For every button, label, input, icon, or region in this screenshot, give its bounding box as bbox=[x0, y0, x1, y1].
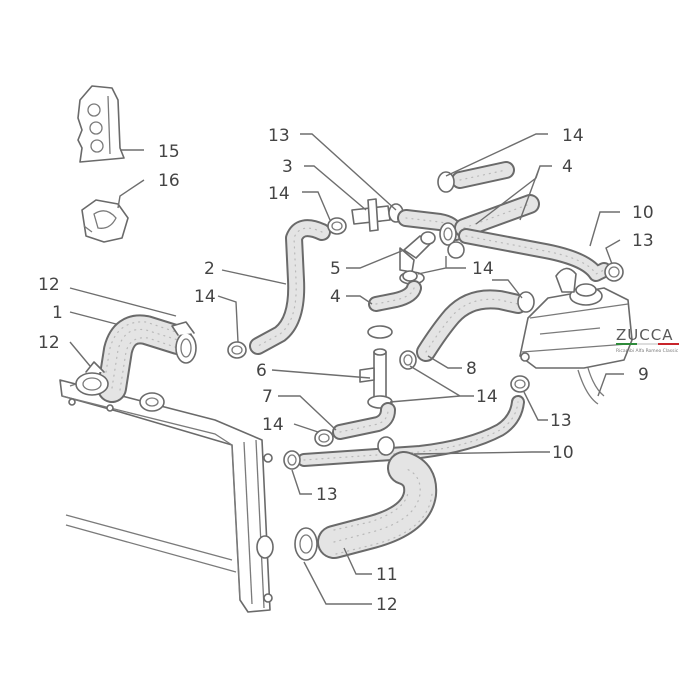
callout-13-lower-right: 13 bbox=[550, 411, 572, 431]
callout-9: 9 bbox=[638, 365, 649, 385]
callout-11: 11 bbox=[376, 565, 398, 585]
callout-4-middle: 4 bbox=[330, 287, 341, 307]
clamp-14-top-left bbox=[327, 217, 347, 235]
callout-12-top: 12 bbox=[38, 275, 60, 295]
bracket-part-15 bbox=[77, 85, 125, 163]
callout-12-middle: 12 bbox=[38, 333, 60, 353]
callout-14-upper-left: 14 bbox=[268, 184, 290, 204]
clamp-14-hose2 bbox=[227, 341, 247, 359]
clamp-13-right bbox=[604, 262, 624, 282]
callout-16: 16 bbox=[158, 171, 180, 191]
callout-5: 5 bbox=[330, 259, 341, 279]
clamp-12-lower bbox=[75, 361, 109, 396]
clamp-12-upper bbox=[171, 321, 197, 364]
callout-15: 15 bbox=[158, 142, 180, 162]
callout-1: 1 bbox=[52, 303, 63, 323]
callout-4-top: 4 bbox=[562, 157, 573, 177]
hose-part-10-upper bbox=[458, 228, 612, 282]
hose-part-7 bbox=[332, 402, 396, 440]
clamp-13-lower-right bbox=[510, 375, 530, 393]
hose-part-4-upper bbox=[397, 194, 540, 241]
hose-part-11 bbox=[317, 451, 438, 559]
callout-3: 3 bbox=[282, 157, 293, 177]
clamp-14-lower bbox=[377, 436, 395, 456]
callout-7: 7 bbox=[262, 387, 273, 407]
callout-2: 2 bbox=[204, 259, 215, 279]
tee-part-6 bbox=[359, 348, 393, 409]
callout-10-top: 10 bbox=[632, 203, 654, 223]
callout-13-top: 13 bbox=[268, 126, 290, 146]
radiator-outlet-neck bbox=[256, 535, 274, 559]
hose-part-10-lower bbox=[297, 395, 525, 467]
watermark-tagline: Ricambi Alfa Romeo Classic bbox=[616, 348, 679, 354]
clamp-13-top bbox=[439, 222, 457, 246]
hose-part-2 bbox=[249, 219, 331, 355]
callout-14-lower-left: 14 bbox=[262, 415, 284, 435]
radiator bbox=[59, 375, 274, 613]
callout-13-right: 13 bbox=[632, 231, 654, 251]
callout-13-bottom: 13 bbox=[316, 485, 338, 505]
hose-part-14-top bbox=[437, 161, 515, 193]
callout-8: 8 bbox=[466, 359, 477, 379]
watermark-brand: ZUCCA bbox=[616, 326, 673, 344]
hose-part-1 bbox=[97, 314, 193, 403]
hose-part-4-middle bbox=[367, 280, 422, 339]
callout-14-lower: 14 bbox=[476, 387, 498, 407]
fitting-part-3 bbox=[351, 198, 404, 232]
clamp-14-middle bbox=[402, 270, 418, 282]
leader-lines bbox=[69, 133, 624, 605]
callout-14-left: 14 bbox=[194, 287, 216, 307]
hose-part-8 bbox=[416, 289, 528, 362]
expansion-tank bbox=[519, 267, 633, 369]
clamp-13-lower-left bbox=[283, 450, 301, 470]
clamp-14-upper-right bbox=[447, 241, 465, 259]
callout-14-center: 14 bbox=[472, 259, 494, 279]
clamp-14-hose8-left bbox=[399, 350, 417, 370]
clip-part-16 bbox=[81, 199, 129, 243]
callout-14-top-right: 14 bbox=[562, 126, 584, 146]
hose-part-9 bbox=[577, 367, 605, 405]
radiator-inlet-neck bbox=[139, 392, 165, 412]
callout-12-bottom: 12 bbox=[376, 595, 398, 615]
clamp-12-bottom bbox=[294, 527, 318, 561]
callout-10-bottom: 10 bbox=[552, 443, 574, 463]
brand-watermark: ZUCCA Ricambi Alfa Romeo Classic bbox=[616, 326, 679, 354]
clamp-14-hose7 bbox=[314, 429, 334, 447]
tank-cap bbox=[575, 283, 597, 297]
callout-6: 6 bbox=[256, 361, 267, 381]
callout-labels: 15 16 12 1 12 2 14 13 3 14 14 4 10 13 5 … bbox=[38, 126, 654, 615]
